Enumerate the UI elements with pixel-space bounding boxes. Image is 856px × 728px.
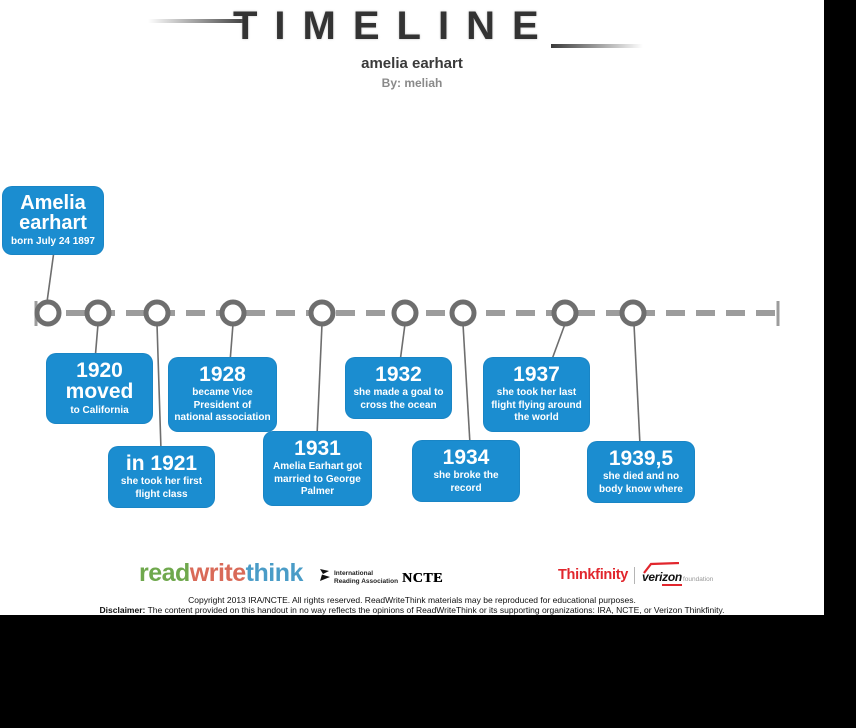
verizon-check-icon bbox=[642, 561, 680, 579]
timeline-node[interactable] bbox=[308, 299, 336, 327]
event-title: 1932 bbox=[375, 363, 422, 386]
event-title: 1931 bbox=[294, 437, 341, 460]
copyright-line: Copyright 2013 IRA/NCTE. All rights rese… bbox=[188, 595, 636, 605]
event-card-1921[interactable]: in 1921 she took her first flight class bbox=[108, 446, 215, 509]
event-detail: she took her last flight flying around t… bbox=[491, 387, 582, 424]
event-detail: she broke the record bbox=[433, 470, 499, 494]
event-detail: to California bbox=[70, 404, 129, 416]
event-card-1931[interactable]: 1931 Amelia Earhart got married to Georg… bbox=[263, 431, 372, 506]
timeline-node[interactable] bbox=[84, 299, 112, 327]
event-title: 1939,5 bbox=[608, 447, 674, 470]
connector-1931 bbox=[316, 323, 323, 437]
connector-1934 bbox=[462, 323, 471, 445]
event-detail: she made a goal to cross the ocean bbox=[353, 387, 444, 411]
timeline-subtitle: amelia earhart bbox=[361, 55, 463, 72]
event-card-1937[interactable]: 1937 she took her last flight flying aro… bbox=[483, 357, 590, 432]
connector-1939 bbox=[633, 323, 641, 446]
timeline-node[interactable] bbox=[143, 299, 171, 327]
rwt-think-text: think bbox=[245, 559, 304, 587]
timeline-node[interactable] bbox=[449, 299, 477, 327]
event-card-1928[interactable]: 1928 became Vice President of national a… bbox=[168, 357, 277, 432]
event-title: 1934 bbox=[442, 446, 490, 469]
event-detail: Amelia Earhart got married to George Pal… bbox=[273, 461, 362, 498]
event-title: 1920 moved bbox=[65, 359, 134, 404]
event-detail: became Vice President of national associ… bbox=[174, 387, 271, 424]
event-title: in 1921 bbox=[125, 452, 198, 475]
ira-line1: International bbox=[334, 569, 374, 577]
title-rule-right bbox=[551, 44, 643, 48]
event-card-birth[interactable]: Amelia earhart born July 24 1897 bbox=[2, 186, 104, 256]
rwt-write-text: write bbox=[189, 559, 246, 587]
ncte-logo: NCTE bbox=[402, 571, 443, 586]
ira-logo: International Reading Association bbox=[319, 568, 398, 587]
event-title: 1937 bbox=[513, 363, 560, 386]
timeline-byline: By: meliah bbox=[381, 76, 443, 90]
readwritethink-logo: readwritethink bbox=[139, 559, 303, 588]
title-rule-left bbox=[148, 19, 248, 23]
event-detail: she took her first flight class bbox=[120, 476, 203, 500]
event-card-1932[interactable]: 1932 she made a goal to cross the ocean bbox=[345, 357, 452, 420]
verizon-foundation-text: foundation bbox=[682, 576, 714, 583]
thinkfinity-logo-text: Thinkfinity bbox=[558, 567, 629, 583]
timeline-node[interactable] bbox=[619, 299, 647, 327]
connector-1928 bbox=[229, 323, 234, 363]
event-title: Amelia earhart bbox=[19, 192, 87, 235]
timeline-graphic bbox=[34, 250, 780, 451]
disclaimer-text: The content provided on this handout in … bbox=[145, 605, 725, 615]
ira-logo-text: International Reading Association bbox=[334, 570, 398, 586]
event-card-1939-5[interactable]: 1939,5 she died and no body know where bbox=[587, 441, 695, 504]
rwt-read-text: read bbox=[139, 559, 190, 587]
disclaimer-label: Disclaimer: bbox=[99, 605, 146, 615]
event-detail: born July 24 1897 bbox=[11, 235, 95, 247]
page-title: TIMELINE bbox=[233, 4, 556, 48]
connector-1937 bbox=[550, 323, 566, 363]
timeline-node[interactable] bbox=[551, 299, 579, 327]
connector-birth bbox=[46, 250, 55, 303]
timeline-node[interactable] bbox=[391, 299, 419, 327]
ira-line2: Reading Association bbox=[334, 577, 399, 585]
verizon-veri-text: veri bbox=[642, 570, 663, 584]
logo-divider bbox=[634, 566, 636, 584]
connector-1921 bbox=[156, 323, 162, 451]
connector-1932 bbox=[399, 323, 406, 363]
timeline-node[interactable] bbox=[34, 299, 62, 327]
verizon-zon-text: zon bbox=[662, 570, 682, 586]
handout-page: TIMELINE amelia earhart By: meliah Ameli… bbox=[0, 0, 824, 615]
event-detail: she died and no body know where bbox=[599, 471, 683, 495]
event-card-1934[interactable]: 1934 she broke the record bbox=[412, 440, 520, 503]
disclaimer-line: Disclaimer: The content provided on this… bbox=[0, 605, 824, 615]
event-card-1920[interactable]: 1920 moved to California bbox=[46, 353, 153, 425]
ira-logo-icon bbox=[319, 568, 331, 587]
timeline-node[interactable] bbox=[219, 299, 247, 327]
event-title: 1928 bbox=[199, 363, 246, 386]
